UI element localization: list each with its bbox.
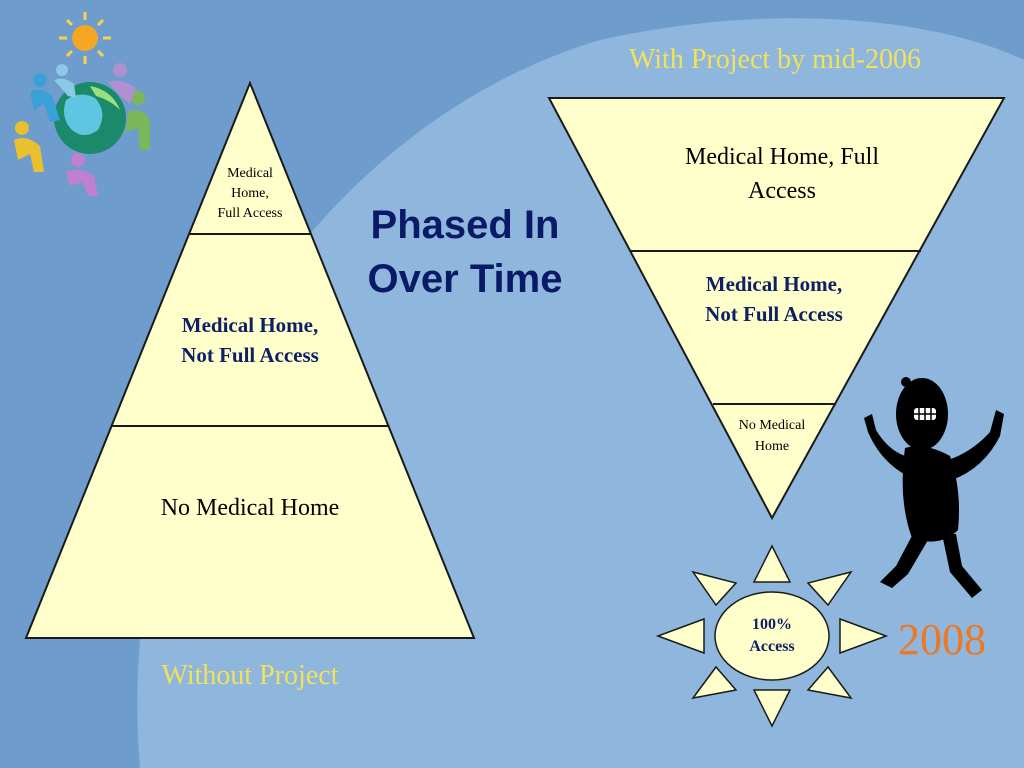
inverted-top-label: Medical Home, Full Access bbox=[640, 140, 924, 208]
inverted-middle-line2: Not Full Access bbox=[705, 302, 843, 326]
inverted-triangle-diagram bbox=[547, 97, 1006, 521]
inverted-bottom-label: No Medical Home bbox=[712, 415, 832, 457]
pyramid-top-label: Medical Home, Full Access bbox=[190, 164, 310, 224]
pyramid-middle-line1: Medical Home, bbox=[181, 313, 319, 337]
inverted-triangle-shape bbox=[547, 97, 1006, 521]
main-title-line1: Phased In bbox=[370, 203, 560, 247]
pyramid-top-line2: Home, bbox=[231, 186, 269, 201]
pyramid-middle-line2: Not Full Access bbox=[181, 343, 319, 367]
inverted-header: With Project by mid-2006 bbox=[628, 44, 922, 75]
pyramid-top-line3: Full Access bbox=[217, 206, 283, 221]
cheering-man-icon bbox=[864, 377, 1004, 598]
pyramid-diagram bbox=[24, 80, 476, 639]
year-label: 2008 bbox=[898, 615, 986, 664]
inverted-bottom-line1: No Medical bbox=[738, 418, 806, 433]
inverted-middle-line1: Medical Home, bbox=[705, 272, 843, 296]
main-title: Phased In Over Time bbox=[340, 198, 590, 306]
inverted-middle-label: Medical Home, Not Full Access bbox=[654, 269, 894, 329]
inverted-top-line1: Medical Home, Full bbox=[685, 144, 879, 170]
main-title-line2: Over Time bbox=[367, 257, 563, 301]
inverted-top-line2: Access bbox=[748, 178, 816, 204]
pyramid-shape bbox=[24, 80, 476, 639]
sun-core bbox=[714, 591, 830, 681]
sun-icon bbox=[655, 544, 889, 728]
sun-label-line2: Access bbox=[749, 638, 795, 655]
pyramid-middle-label: Medical Home, Not Full Access bbox=[130, 310, 370, 370]
inverted-bottom-line2: Home bbox=[754, 439, 790, 454]
sun-label: 100% Access bbox=[722, 614, 822, 658]
people-around-globe-icon bbox=[14, 12, 150, 196]
pyramid-bottom-label: No Medical Home bbox=[160, 495, 340, 521]
sun-label-line1: 100% bbox=[752, 616, 792, 633]
pyramid-top-line1: Medical bbox=[227, 166, 273, 181]
pyramid-caption: Without Project bbox=[161, 660, 339, 691]
